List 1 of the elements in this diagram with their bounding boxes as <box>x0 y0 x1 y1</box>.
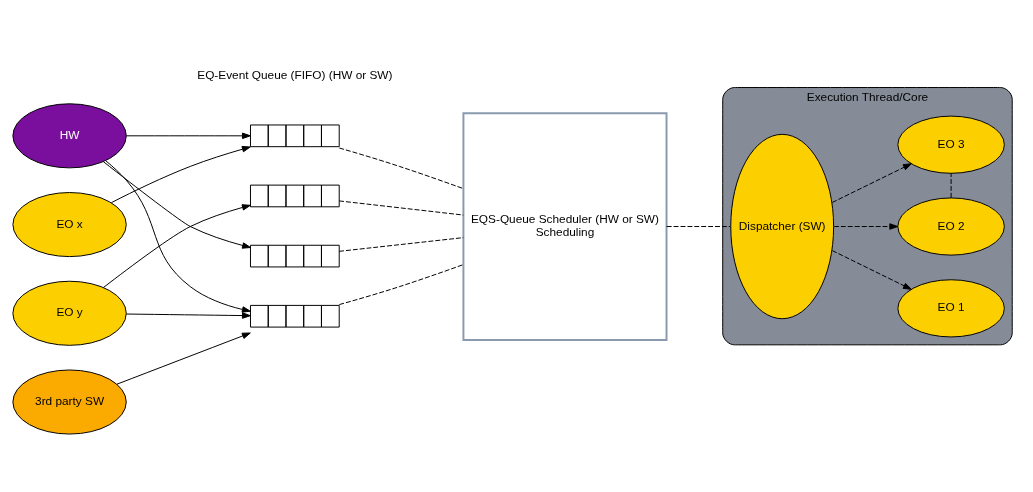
label: EQ-Event Queue (FIFO) (HW or SW) <box>197 67 393 82</box>
